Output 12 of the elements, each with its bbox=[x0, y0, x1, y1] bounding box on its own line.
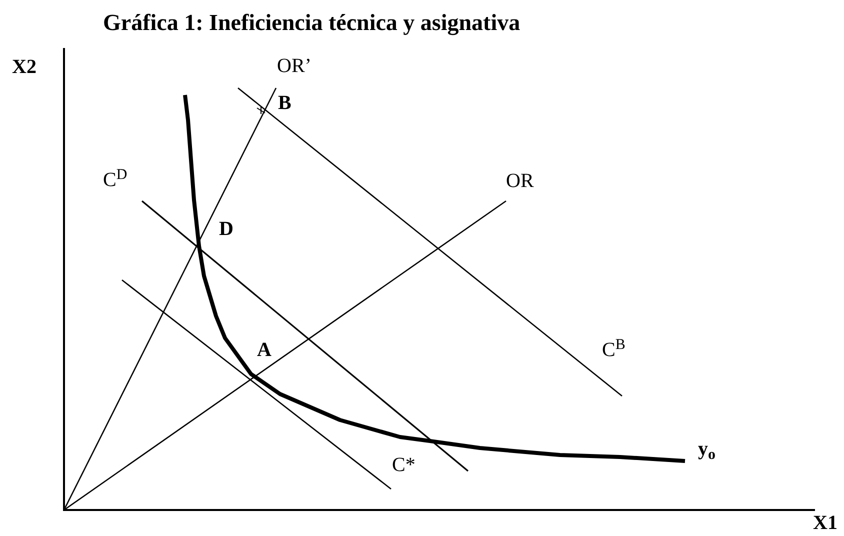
axis-label: X1 bbox=[813, 513, 838, 533]
axis-label: B bbox=[278, 93, 292, 113]
axis-label: C$^{D}$ bbox=[103, 170, 128, 190]
axis-label: A bbox=[257, 340, 272, 360]
axis-label: y$_{o}$ bbox=[698, 439, 716, 459]
axis-label: X2 bbox=[12, 57, 36, 77]
axis-label: C* bbox=[392, 455, 416, 475]
axis-label: OR bbox=[506, 171, 534, 191]
chart-title: Gráfica 1: Ineficiencia técnica y asignativa bbox=[103, 11, 520, 34]
axis-label: C$^{B}$ bbox=[602, 340, 626, 360]
axis-label: D bbox=[219, 219, 234, 239]
axis-label: OR’ bbox=[277, 56, 312, 76]
